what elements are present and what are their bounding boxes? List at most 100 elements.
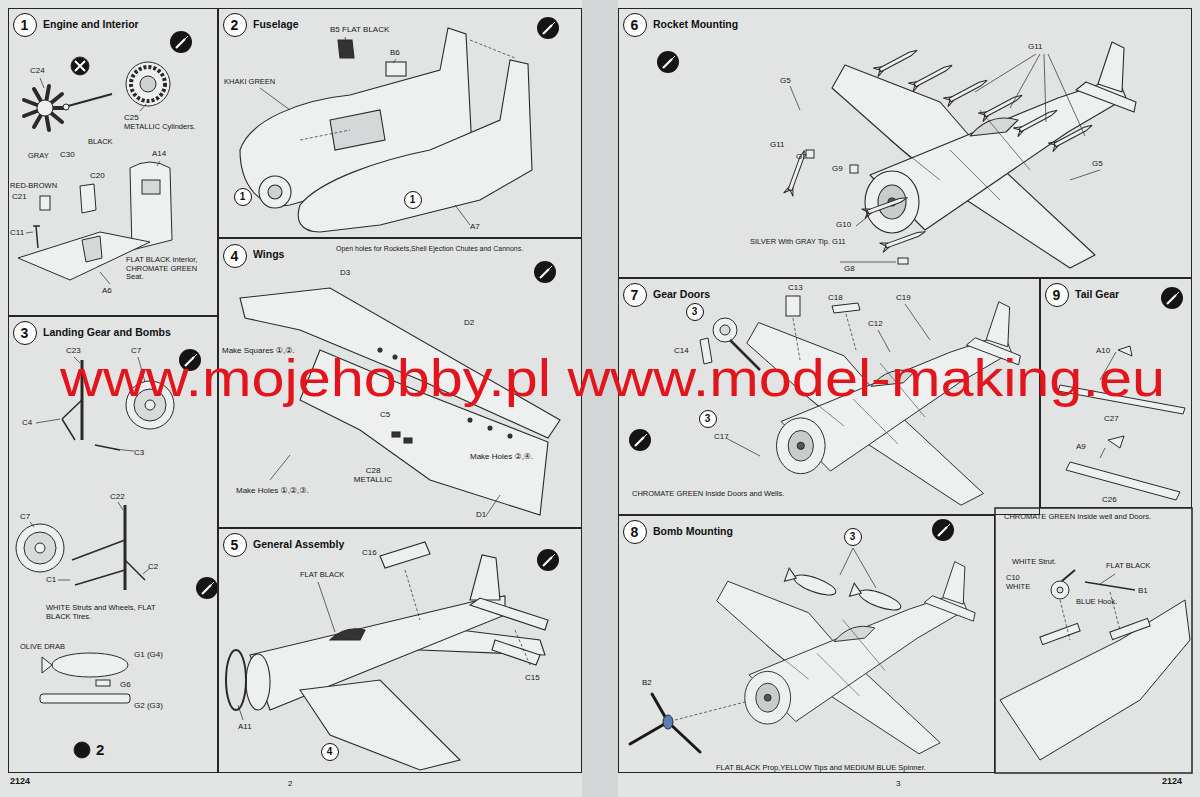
paint-note: B5 FLAT BLACK [330,25,389,34]
step-number: 8 [631,525,639,539]
part-label: C12 [868,319,883,328]
tail-hook-art [1040,623,1080,644]
general-assembly-art [226,650,246,710]
page-number: 2124 [10,776,30,786]
part-label: C18 [828,293,843,302]
engine-interior-art [130,162,172,250]
panel-frame [995,508,1192,773]
paint-note: FLAT BLACK Interior, CHROMATE GREEN Seat… [126,256,214,282]
watermark: www.mojehobby.pl www.model-making.eu [60,352,1165,404]
fuselage-art [300,40,515,140]
step-panel: Rocket Mounting6 [618,8,1192,278]
part-label: C24 [30,66,45,75]
bomb-mounting-art [840,548,876,588]
step-number: 6 [631,18,639,32]
step-circle: 7 [623,283,647,307]
callout-number: 1 [410,195,416,205]
paint-note: GRAY [28,152,49,161]
step-title: Engine and Interior [43,18,139,30]
part-label: G8 [844,264,855,273]
part-label: C5 [380,410,390,419]
fuselage-art [240,28,532,232]
fuselage-art [260,37,470,225]
paint-note: C10 WHITE [1006,574,1038,591]
general-assembly-art [380,542,430,568]
glue-icon [534,261,556,283]
part-label: G6 [120,680,131,689]
part-label: C30 [60,150,75,159]
paint-note: WHITE Strut. [1012,558,1056,567]
landing-gear-art [96,680,110,686]
engine-interior-art [142,180,160,194]
callout-circle: 3 [844,528,862,546]
general-assembly-art [405,570,530,665]
wing-art [468,418,472,422]
glue-icon [1161,287,1183,309]
tail-gear-art [1108,436,1124,448]
rocket-mounting-art [943,76,989,107]
part-label: C17 [714,432,729,441]
gear-doors-art [713,318,737,342]
engine-interior-art [82,236,102,262]
engine-interior-art [37,100,53,116]
part-label: C1 [46,575,56,584]
paint-note: FLAT BLACK [1106,562,1150,571]
part-label: A14 [152,149,166,158]
rocket-mounting-art [898,258,908,264]
engine-interior-art [24,86,67,130]
tail-hook-art [1000,600,1190,760]
paint-note: OLIVE DRAB [20,643,65,652]
paint-note: BLACK [88,138,113,147]
wing-art [508,434,512,438]
glue-icon [537,549,559,571]
rocket-mounting-art [978,91,1024,122]
part-label: G1 (G4) [134,650,163,659]
bomb-mounting-art [675,702,745,720]
step-number: 2 [231,18,239,32]
part-label: G5 [780,76,791,85]
rocket-mounting-art [1013,106,1059,137]
part-label: C21 [12,192,27,201]
step-circle: 1 [13,13,37,37]
engine-interior-art [40,196,50,210]
wing-art [488,426,492,430]
callout-circle: 1 [234,188,252,206]
step-panel: Fuselage211 [218,8,582,238]
step-title: Gear Doors [653,288,710,300]
part-label: C13 [788,283,803,292]
paint-note: KHAKI GREEN [224,78,275,87]
part-label: B2 [642,678,652,687]
paint-note: FLAT BLACK [300,571,344,580]
step-panel: General Assembly54 [218,528,582,773]
tail-hook-art [1100,574,1115,584]
step-circle: 8 [623,520,647,544]
callout-circle: 3 [699,410,717,428]
rocket-mounting-art [806,150,814,158]
rocket-mounting-art [784,42,1136,268]
step-circle: 5 [223,533,247,557]
callout-number: 3 [705,414,711,424]
engine-interior-art [126,62,170,106]
callout-number: 3 [850,532,856,542]
part-label: C26 [1102,495,1117,504]
paint-note: BLUE Hook. [1076,598,1117,607]
glue-icon [932,519,954,541]
part-label: G10 [836,220,851,229]
engine-interior-art [68,94,112,106]
step-circle: 2 [223,13,247,37]
callout-number: 1 [240,192,246,202]
part-label: G11 [770,140,785,149]
part-label: C22 [110,492,125,501]
rocket-mounting-art [850,165,858,173]
step-title: Wings [253,248,284,260]
page-number: 2124 [1162,776,1182,786]
part-label: D2 [464,318,474,327]
gear-doors-art [832,303,860,313]
glue-icon [170,31,192,53]
part-label: G11 [1028,42,1043,51]
landing-gear-art [42,657,52,673]
step-title: General Assembly [253,538,344,550]
engine-interior-art [26,78,160,284]
part-label: G5 [1092,159,1103,168]
